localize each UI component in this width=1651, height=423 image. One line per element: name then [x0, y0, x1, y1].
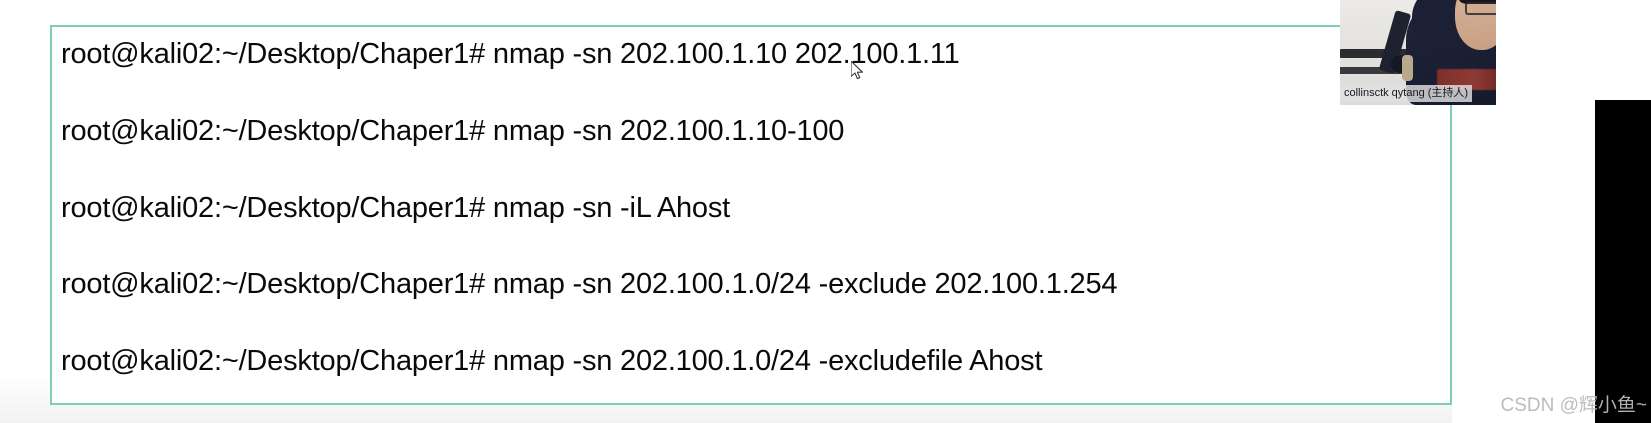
- microphone-head: [1402, 54, 1414, 81]
- terminal-capture-box: root@kali02:~/Desktop/Chaper1# nmap -sn …: [50, 25, 1452, 405]
- terminal-line: root@kali02:~/Desktop/Chaper1# nmap -sn …: [61, 268, 1118, 300]
- black-side-bar: [1595, 100, 1651, 423]
- terminal-line: root@kali02:~/Desktop/Chaper1# nmap -sn …: [61, 38, 960, 70]
- webcam-overlay[interactable]: collinsctk qytang (主持人): [1340, 0, 1496, 105]
- webcam-video: [1340, 0, 1496, 105]
- csdn-watermark: CSDN @辉小鱼~: [1500, 395, 1648, 416]
- webcam-mic-arm-lower: [1340, 67, 1412, 75]
- webcam-participant-name: collinsctk qytang (主持人): [1340, 85, 1473, 102]
- terminal-output: root@kali02:~/Desktop/Chaper1# nmap -sn …: [61, 27, 1450, 403]
- right-white-gap: [1452, 105, 1595, 423]
- glasses-icon: [1464, 2, 1496, 16]
- terminal-line: root@kali02:~/Desktop/Chaper1# nmap -sn …: [61, 345, 1043, 377]
- terminal-line: root@kali02:~/Desktop/Chaper1# nmap -sn …: [61, 192, 731, 224]
- terminal-line: root@kali02:~/Desktop/Chaper1# nmap -sn …: [61, 115, 845, 147]
